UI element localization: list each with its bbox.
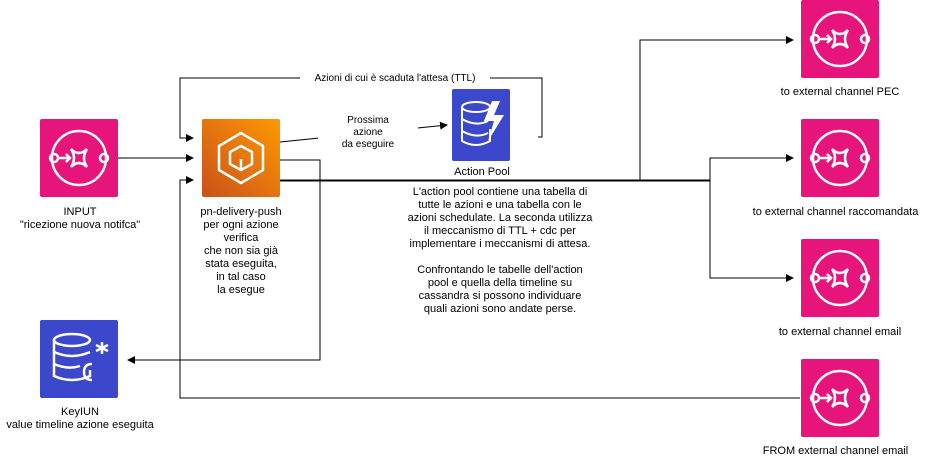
sns-topic-icon <box>809 249 871 307</box>
sns-topic-icon <box>809 10 871 68</box>
ttl-edge-label: Azioni di cui è scaduta l'attesa (TTL) <box>300 73 490 85</box>
dynamodb-icon <box>461 101 504 146</box>
raccomandata-topic-tile <box>801 119 879 197</box>
action-pool-label: Action Pool <box>454 166 510 178</box>
sns-topic-icon <box>809 369 871 427</box>
explanation-note: L'action pool contiene una tabella di tu… <box>407 186 593 315</box>
email-out-topic-tile <box>801 239 879 317</box>
edge-delivery-to-keyiun <box>127 159 321 364</box>
raccomandata-topic-label: to external channel raccomandata <box>752 206 919 218</box>
keyspaces-icon <box>52 332 109 382</box>
sns-topic-icon <box>809 129 871 187</box>
input-topic-tile <box>40 119 118 197</box>
pec-topic-tile <box>801 0 879 78</box>
edge-delivery-to-email <box>280 179 794 282</box>
pec-topic-label: to external channel PEC <box>780 86 900 98</box>
ecs-icon <box>217 131 265 185</box>
next-action-edge-label: Prossima azione da eseguire <box>318 115 418 151</box>
edge-email-in-to-delivery <box>179 176 800 399</box>
email-in-topic-tile <box>801 359 879 437</box>
input-topic-label: INPUT "ricezione nuova notifca" <box>19 206 141 231</box>
email-out-topic-label: to external channel email <box>778 326 902 338</box>
action-pool-tile <box>452 89 510 161</box>
delivery-push-tile <box>202 119 280 197</box>
edge-delivery-to-pec <box>280 36 794 181</box>
edge-delivery-to-raccomandata <box>280 154 794 181</box>
email-in-topic-label: FROM external channel email <box>762 445 909 457</box>
sns-topic-icon <box>48 129 110 187</box>
delivery-push-label: pn-delivery-push per ogni azione verific… <box>200 206 282 296</box>
key-iun-label: KeyIUN value timeline azione eseguita <box>6 406 154 431</box>
key-iun-tile <box>40 320 118 398</box>
